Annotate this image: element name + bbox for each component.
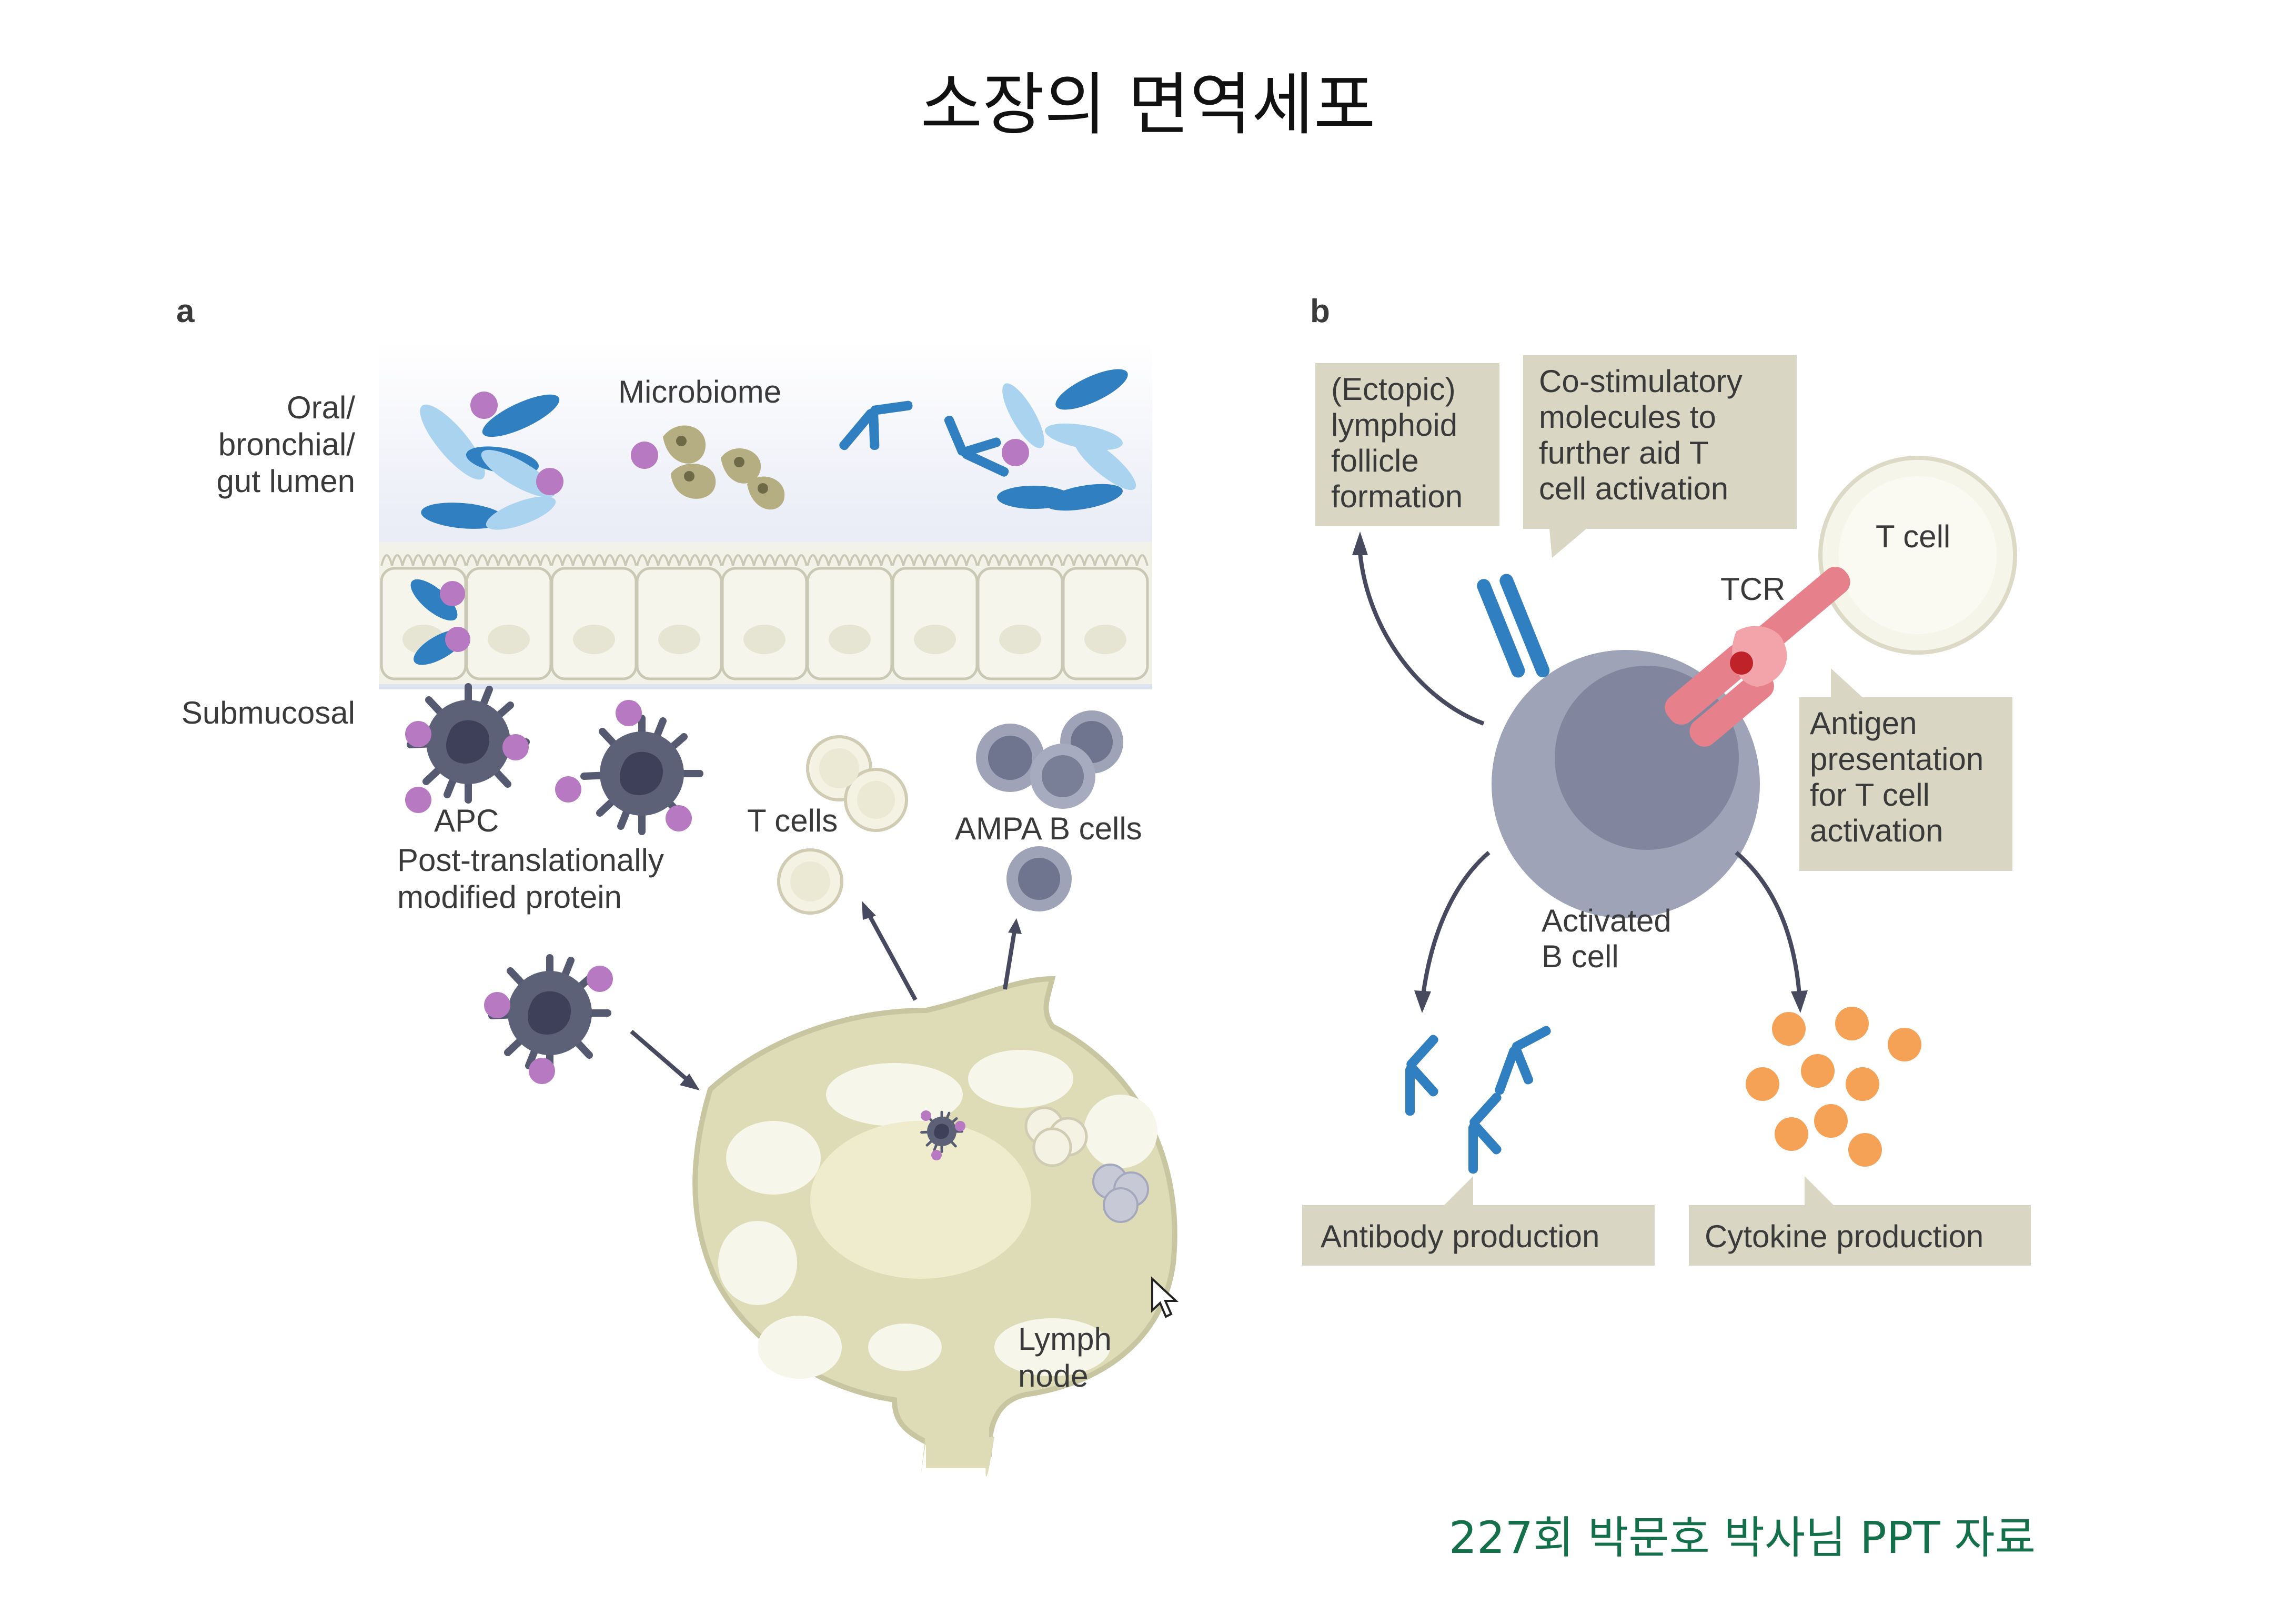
- b-cell-receptors: [1477, 574, 1550, 678]
- activated-b-cell-label-line1: Activated: [1542, 903, 1671, 938]
- t-cell-label: T cell: [1876, 519, 1950, 554]
- tcr-mhc-complex: [1665, 566, 1850, 747]
- apc-cell-1: [405, 687, 529, 813]
- svg-text:Cytokine production: Cytokine production: [1705, 1219, 1983, 1254]
- tcr-label: TCR: [1720, 572, 1785, 607]
- svg-text:for T cell: for T cell: [1810, 777, 1930, 813]
- lymph-node-apc: [921, 1110, 965, 1160]
- secreted-cytokines: [1746, 1007, 1921, 1167]
- svg-text:Antigen: Antigen: [1810, 706, 1917, 741]
- t-cells-submucosal: [806, 735, 908, 832]
- epithelium-crossing-antibody: [410, 579, 470, 665]
- svg-text:activation: activation: [1810, 813, 1943, 848]
- t-cell: [1818, 456, 2017, 655]
- cytokine-production-box: Cytokine production: [1689, 1176, 2031, 1266]
- antigen-presentation-box: Antigen presentation for T cell activati…: [1799, 668, 2012, 871]
- lumen-antibodies-right: [997, 369, 1136, 511]
- panel-a-letter: a: [176, 293, 195, 329]
- svg-text:Co-stimulatory: Co-stimulatory: [1539, 364, 1743, 399]
- activated-b-cell-label-line2: B cell: [1542, 939, 1619, 974]
- costimulatory-box: Co-stimulatory molecules to further aid …: [1523, 355, 1797, 558]
- svg-text:presentation: presentation: [1810, 741, 1983, 777]
- panel-a-arrows: [630, 901, 1022, 1090]
- t-cells-label: T cells: [747, 803, 838, 838]
- ampa-b-cells-submucosal: [976, 710, 1123, 809]
- lymph-node-t-cells: [1024, 1106, 1088, 1167]
- svg-text:molecules to: molecules to: [1539, 399, 1716, 435]
- lumen-antibodies-left: [420, 392, 563, 530]
- mouse-cursor-icon: [1151, 1276, 1179, 1318]
- t-cell-migrating: [777, 848, 843, 915]
- secreted-antibodies: [1404, 1015, 1555, 1174]
- panel-b-arrows: [1358, 552, 1801, 995]
- svg-text:formation: formation: [1331, 479, 1463, 514]
- microbiome-label: Microbiome: [618, 374, 781, 409]
- panel-b-letter: b: [1310, 293, 1330, 329]
- lumen-label-line2: bronchial/: [218, 427, 355, 462]
- slide-title: 소장의 면역세포: [920, 66, 1376, 144]
- lumen-label-line3: gut lumen: [217, 464, 356, 499]
- lymph-node-label-line2: node: [1018, 1358, 1088, 1394]
- b-cell-migrating: [1006, 846, 1072, 911]
- lymph-node-b-cells: [1092, 1164, 1149, 1223]
- epithelial-cell-layer: [379, 542, 1152, 684]
- svg-text:Antibody production: Antibody production: [1321, 1219, 1599, 1254]
- lymph-node: [692, 976, 1177, 1477]
- ampa-b-cells-label: AMPA B cells: [955, 811, 1142, 846]
- follicle-formation-box: (Ectopic) lymphoid follicle formation: [1315, 363, 1499, 526]
- apc-cell-2: [555, 700, 700, 831]
- microbiome-bacteria: [631, 425, 785, 510]
- panel-b-arrowheads: [1352, 532, 1808, 1013]
- svg-text:follicle: follicle: [1331, 443, 1419, 478]
- lymph-node-label-line1: Lymph: [1018, 1321, 1112, 1357]
- svg-text:(Ectopic): (Ectopic): [1331, 372, 1456, 407]
- lumen-label-line1: Oral/: [287, 390, 355, 425]
- svg-text:further aid T: further aid T: [1539, 435, 1708, 470]
- apc-cell-migrating: [484, 958, 613, 1084]
- svg-text:cell activation: cell activation: [1539, 471, 1728, 506]
- ptm-label-line2: modified protein: [397, 879, 622, 915]
- submucosal-label: Submucosal: [182, 695, 355, 730]
- apc-label: APC: [434, 803, 499, 838]
- svg-text:lymphoid: lymphoid: [1331, 407, 1457, 443]
- antibody-production-box: Antibody production: [1302, 1176, 1655, 1266]
- ptm-label-line1: Post-translationally: [397, 843, 664, 878]
- footer-credit: 227회 박문호 박사님 PPT 자료: [1448, 1512, 2036, 1563]
